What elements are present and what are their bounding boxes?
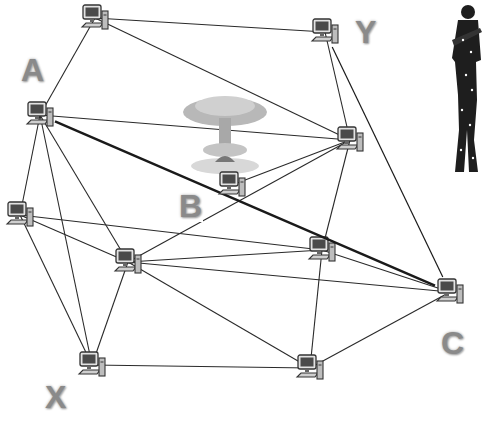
computer-icon (310, 17, 340, 47)
computer-node: Y (310, 17, 340, 47)
computer-node: A (25, 100, 55, 130)
computer-icon (25, 100, 55, 130)
computer-node: B (217, 170, 247, 200)
computer-icons (7, 5, 363, 379)
node-label: B (178, 190, 203, 222)
node-label: Y (354, 16, 377, 48)
explosion-cloud (183, 96, 267, 174)
computer-node: C (435, 277, 465, 307)
computer-icon (217, 170, 247, 200)
node-label: X (44, 381, 67, 413)
network-lines (20, 18, 450, 368)
node-label: A (20, 54, 45, 86)
node-label: C (440, 327, 465, 359)
computer-node: X (77, 350, 107, 380)
computer-icon (77, 350, 107, 380)
computer-icon (435, 277, 465, 307)
network-link (55, 121, 435, 285)
network-link (332, 47, 443, 277)
soldier-figure (452, 5, 482, 172)
